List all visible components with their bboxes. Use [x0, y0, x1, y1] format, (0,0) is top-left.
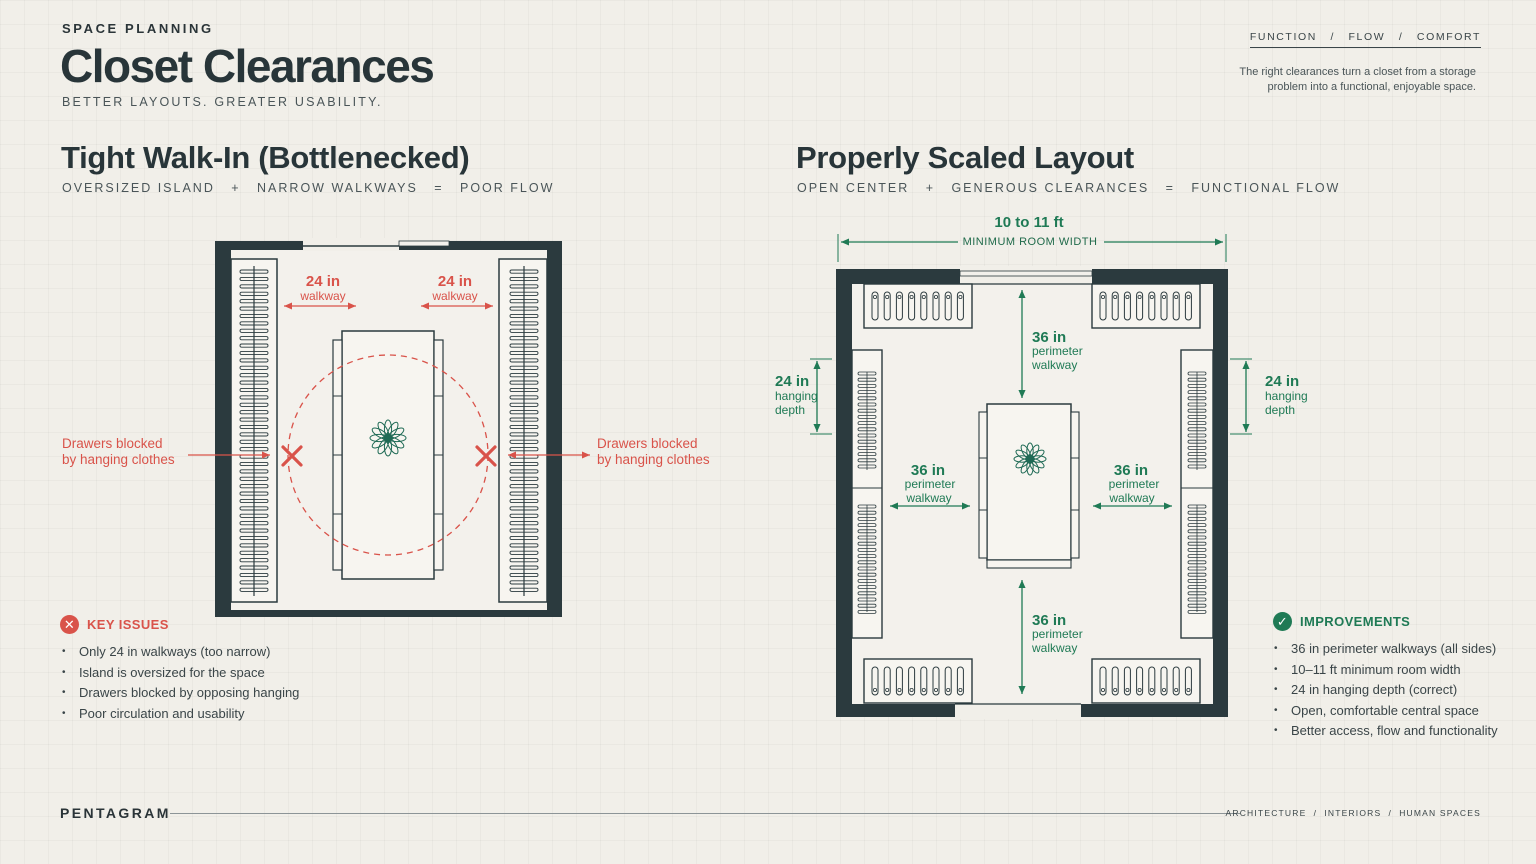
list-item: Drawers blocked by opposing hanging	[62, 683, 299, 704]
room-width-label: MINIMUM ROOM WIDTH	[963, 236, 1098, 248]
nav-flow: FLOW	[1348, 31, 1386, 43]
eyebrow: SPACE PLANNING	[62, 21, 214, 36]
walkway-right-label: walkway	[431, 289, 477, 303]
list-item: 24 in hanging depth (correct)	[1274, 680, 1498, 701]
hanging-right-value: 24 in	[1265, 373, 1299, 390]
walkway-left-value: 36 in	[911, 462, 945, 479]
walkway-right-label-1: perimeter	[1109, 477, 1160, 491]
list-item: Poor circulation and usability	[62, 704, 299, 725]
shoes-icon	[871, 666, 964, 696]
walkway-left-value: 24 in	[306, 273, 340, 290]
shelf-unit-tr	[1091, 283, 1201, 329]
shelf-unit-bl	[863, 658, 973, 704]
list-item: Better access, flow and functionality	[1274, 721, 1498, 742]
footer-link-architecture: ARCHITECTURE	[1225, 808, 1307, 818]
list-item: 36 in perimeter walkways (all sides)	[1274, 639, 1498, 660]
walkway-right-value: 24 in	[438, 273, 472, 290]
plant-icon	[1013, 442, 1047, 476]
left-island	[341, 330, 435, 580]
footer-nav: ARCHITECTURE / INTERIORS / HUMAN SPACES	[1225, 808, 1481, 818]
list-item: Open, comfortable central space	[1274, 701, 1498, 722]
walkway-top-label-1: perimeter	[1032, 344, 1083, 358]
page-subtitle: BETTER LAYOUTS. GREATER USABILITY.	[62, 95, 383, 109]
room-width-value: 10 to 11 ft	[994, 214, 1063, 231]
footer-link-interiors: INTERIORS	[1324, 808, 1382, 818]
improvements-list: 36 in perimeter walkways (all sides) 10–…	[1274, 639, 1498, 742]
blocked-x-icon	[281, 445, 303, 467]
walkway-left-label-1: perimeter	[905, 477, 956, 491]
left-section-title: Tight Walk-In (Bottlenecked)	[61, 140, 470, 175]
walkway-left-label: walkway	[299, 289, 345, 303]
list-item: Only 24 in walkways (too narrow)	[62, 642, 299, 663]
list-item: 10–11 ft minimum room width	[1274, 660, 1498, 681]
right-section-title: Properly Scaled Layout	[796, 140, 1134, 175]
callout-left-line-2: by hanging clothes	[62, 452, 175, 467]
hanging-left-value: 24 in	[775, 373, 809, 390]
brand-logo: PENTAGRAM	[60, 805, 171, 821]
top-nav: FUNCTION / FLOW / COMFORT	[1249, 31, 1481, 48]
callout-right-line-2: by hanging clothes	[597, 452, 710, 467]
shelf-unit-br	[1091, 658, 1201, 704]
walkway-bottom-label-2: walkway	[1031, 641, 1077, 655]
shelf-unit-tl	[863, 283, 973, 329]
right-doorway-bottom	[955, 702, 1081, 719]
walkway-bottom-label-1: perimeter	[1032, 627, 1083, 641]
hanging-left-label-1: hanging	[775, 389, 818, 403]
left-hanging-unit-r	[498, 258, 548, 603]
walkway-right-value: 36 in	[1114, 462, 1148, 479]
hanging-clothes-icon	[509, 266, 539, 596]
improvements-heading: ✓ IMPROVEMENTS	[1273, 612, 1410, 631]
hanging-right-label-2: depth	[1265, 403, 1295, 417]
walkway-top-value: 36 in	[1032, 329, 1066, 346]
key-issues-heading: ✕ KEY ISSUES	[60, 615, 169, 634]
nav-function: FUNCTION	[1249, 31, 1317, 43]
hanging-clothes-icon	[857, 371, 877, 614]
walkway-bottom-value: 36 in	[1032, 612, 1066, 629]
list-item: Island is oversized for the space	[62, 663, 299, 684]
hanging-right-label-1: hanging	[1265, 389, 1308, 403]
plant-icon	[369, 419, 407, 457]
walkway-left-label-2: walkway	[905, 491, 951, 505]
x-circle-icon: ✕	[60, 615, 79, 634]
improvements-title: IMPROVEMENTS	[1300, 614, 1411, 629]
right-section-subtitle: OPEN CENTER + GENEROUS CLEARANCES = FUNC…	[797, 181, 1341, 195]
hanging-clothes-icon	[239, 266, 269, 596]
hanging-clothes-icon	[1187, 371, 1207, 614]
shoes-icon	[1099, 291, 1192, 321]
walkway-top-label-2: walkway	[1031, 358, 1077, 372]
key-issues-list: Only 24 in walkways (too narrow) Island …	[62, 642, 299, 724]
footer-link-human-spaces: HUMAN SPACES	[1399, 808, 1481, 818]
callout-left-line-1: Drawers blocked	[62, 436, 163, 451]
left-doorway	[303, 238, 399, 251]
callout-right: Drawers blocked by hanging clothes	[597, 436, 710, 468]
footer-divider	[170, 813, 1240, 814]
page-title: Closet Clearances	[60, 40, 435, 92]
right-floorplan: 10 to 11 ft MINIMUM ROOM WIDTH 36 in per…	[775, 214, 1308, 719]
shoes-icon	[1099, 666, 1192, 696]
header-note: The right clearances turn a closet from …	[1239, 66, 1476, 93]
shoes-icon	[871, 291, 964, 321]
hanging-left-label-2: depth	[775, 403, 805, 417]
left-floorplan: 24 in walkway 24 in walkway	[188, 238, 590, 617]
walkway-right-label-2: walkway	[1108, 491, 1154, 505]
callout-left: Drawers blocked by hanging clothes	[62, 436, 175, 468]
blocked-x-icon	[475, 445, 497, 467]
callout-right-line-1: Drawers blocked	[597, 436, 698, 451]
left-section-subtitle: OVERSIZED ISLAND + NARROW WALKWAYS = POO…	[62, 181, 555, 195]
check-circle-icon: ✓	[1273, 612, 1292, 631]
right-island	[986, 403, 1072, 561]
nav-comfort: COMFORT	[1416, 31, 1481, 43]
key-issues-title: KEY ISSUES	[87, 617, 169, 632]
